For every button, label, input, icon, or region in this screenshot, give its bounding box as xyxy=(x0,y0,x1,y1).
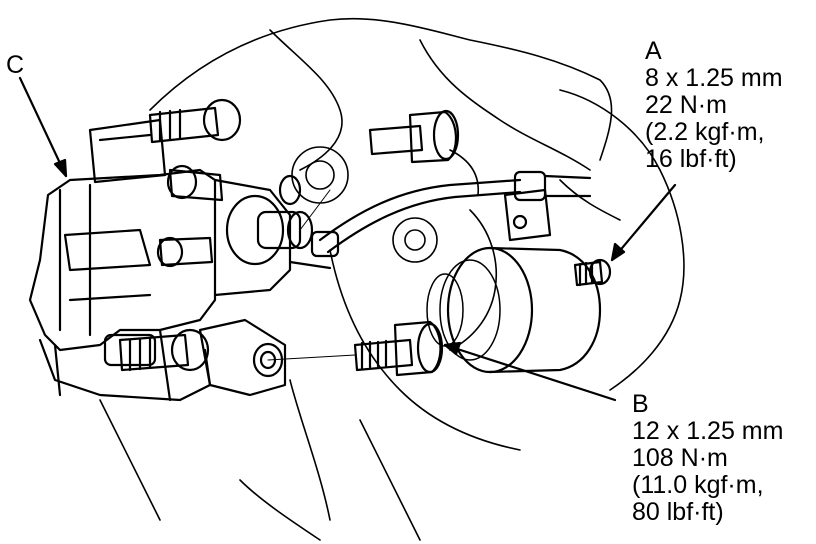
callout-a-torque-nm: 22 N·m xyxy=(645,91,727,119)
brake-hose xyxy=(310,170,592,258)
hub-boss xyxy=(426,246,602,374)
leader-arrows xyxy=(18,76,677,402)
callout-c-letter: C xyxy=(6,51,25,79)
callout-b: B 12 x 1.25 mm 108 N·m (11.0 kgf·m, 80 l… xyxy=(632,391,783,526)
callout-a-torque-kgfm: (2.2 kgf·m, xyxy=(645,118,765,146)
callout-b-torque-kgfm: (11.0 kgf·m, xyxy=(632,471,764,499)
callout-c: C xyxy=(6,52,24,79)
callout-b-torque-lbfft: 80 lbf·ft) xyxy=(632,498,724,526)
callout-a-letter: A xyxy=(645,37,662,65)
callout-b-size: 12 x 1.25 mm xyxy=(632,417,784,445)
upper-mount-bolt xyxy=(368,109,460,164)
callout-a-torque-lbfft: 16 lbf·ft) xyxy=(645,145,737,173)
knuckle-background-outline xyxy=(99,17,685,541)
caliper-body xyxy=(28,118,217,402)
callout-a: A 8 x 1.25 mm 22 N·m (2.2 kgf·m, 16 lbf·… xyxy=(645,38,783,173)
brake-hose-fitting xyxy=(198,174,332,397)
caliper-slide-pins xyxy=(118,98,242,372)
alignment-lines xyxy=(267,189,356,361)
callout-b-letter: B xyxy=(632,390,649,418)
callout-b-torque-nm: 108 N·m xyxy=(632,444,728,472)
callout-a-size: 8 x 1.25 mm xyxy=(645,64,783,92)
bolt-b xyxy=(353,320,444,377)
bolt-a xyxy=(573,258,612,287)
